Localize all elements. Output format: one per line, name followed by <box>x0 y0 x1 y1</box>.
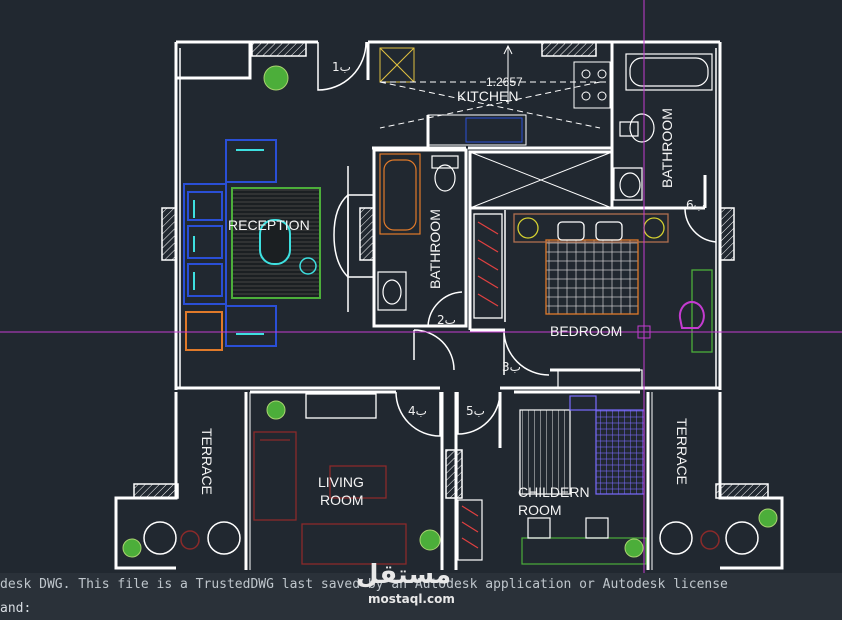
reception-furniture <box>183 139 321 351</box>
plants <box>122 65 778 558</box>
crosshair-cursor <box>0 0 842 573</box>
door-tag: ب1 <box>332 60 351 74</box>
room-label-children-1: CHILDERN <box>518 484 590 500</box>
watermark-latin: mostaql.com <box>368 592 455 606</box>
living-furniture <box>253 393 407 565</box>
room-label-kitchen: KITCHEN <box>457 88 519 104</box>
bath-fixtures <box>377 53 713 311</box>
door-tag: ب4 <box>408 404 427 418</box>
bedroom-furniture <box>473 213 713 353</box>
door-tag: ب3 <box>502 360 521 374</box>
door-tag: ب6 <box>686 198 705 212</box>
door-tag: ب2 <box>437 313 456 327</box>
door-swings <box>317 41 717 437</box>
window-hatches <box>133 41 769 499</box>
room-label-reception: RECEPTION <box>228 217 310 233</box>
terrace-furniture <box>143 521 759 555</box>
room-label-children-2: ROOM <box>518 502 562 518</box>
command-line: desk DWG. This file is a TrustedDWG last… <box>0 573 842 620</box>
room-label-bedroom: BEDROOM <box>550 323 623 339</box>
room-label-bathroom-mid: BATHROOM <box>427 209 443 289</box>
command-history: desk DWG. This file is a TrustedDWG last… <box>0 577 728 592</box>
room-label-terrace-right: TERRACE <box>674 418 690 485</box>
bay-window <box>333 166 375 312</box>
room-label-bathroom-top: BATHROOM <box>659 108 675 188</box>
children-furniture <box>457 369 647 565</box>
command-prompt: and: <box>0 601 32 616</box>
room-label-terrace-left: TERRACE <box>199 428 215 495</box>
room-label-living-2: ROOM <box>320 492 364 508</box>
watermark-arabic: مستقل <box>356 560 452 590</box>
command-input[interactable] <box>44 599 838 619</box>
door-tag: ب5 <box>466 404 485 418</box>
kitchen-fixtures <box>379 44 611 146</box>
room-label-living-1: LIVING <box>318 474 364 490</box>
dimension-text: 1.2657 <box>486 75 523 89</box>
